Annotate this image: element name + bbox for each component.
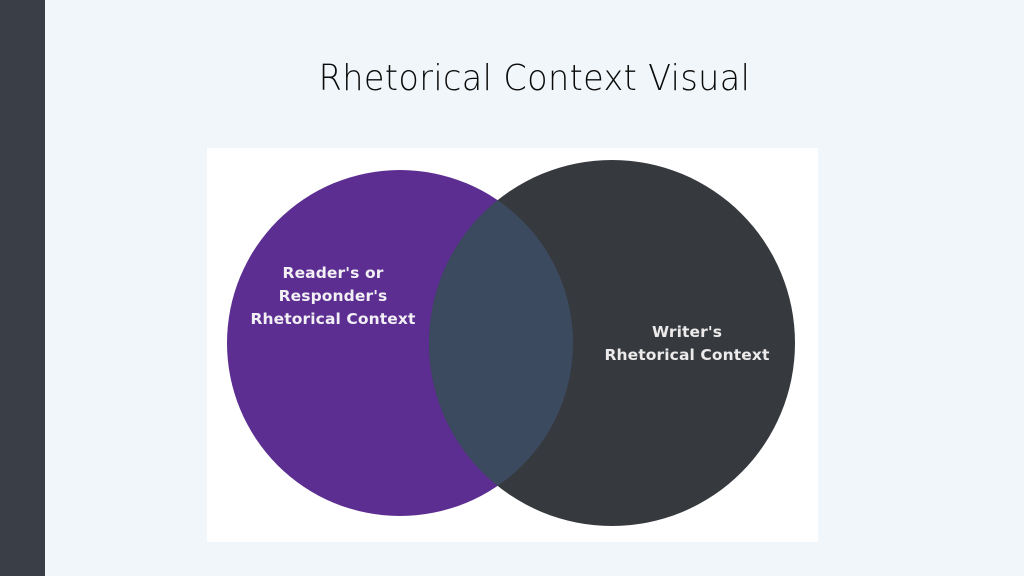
slide-accent-strip bbox=[0, 0, 45, 576]
venn-diagram-card: Reader's or Responder's Rhetorical Conte… bbox=[207, 148, 818, 542]
venn-label-reader: Reader's or Responder's Rhetorical Conte… bbox=[250, 264, 416, 328]
venn-label-writer-line-2: Rhetorical Context bbox=[604, 346, 770, 364]
venn-label-reader-line-2: Responder's bbox=[279, 287, 388, 305]
venn-label-reader-line-1: Reader's or bbox=[283, 264, 384, 282]
venn-overlap-region[interactable] bbox=[429, 160, 795, 526]
page-title: Rhetorical Context Visual bbox=[318, 58, 751, 99]
venn-diagram: Reader's or Responder's Rhetorical Conte… bbox=[207, 148, 818, 542]
venn-label-writer-line-1: Writer's bbox=[652, 323, 722, 341]
venn-label-writer: Writer's Rhetorical Context bbox=[604, 323, 770, 364]
venn-label-reader-line-3: Rhetorical Context bbox=[250, 310, 416, 328]
